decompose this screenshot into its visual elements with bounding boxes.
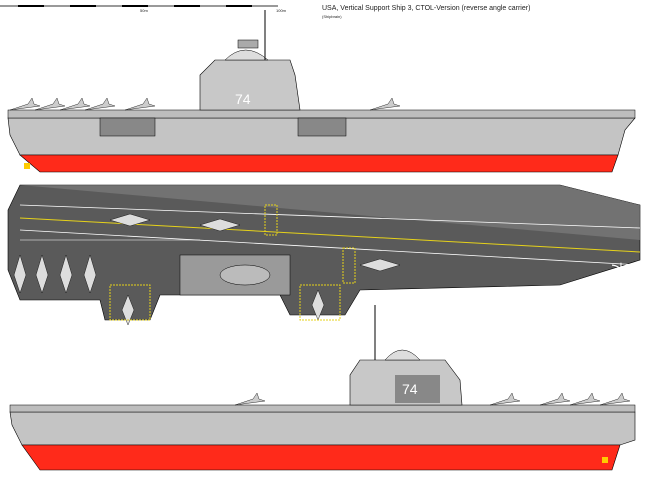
- flight-deck-plan: 74: [7, 184, 641, 326]
- hull-number-top: 74: [235, 91, 251, 107]
- drawing-credit: (Shipbrain): [322, 14, 342, 19]
- port-profile: 74: [9, 305, 636, 471]
- scale-label-50m: 50m: [140, 8, 148, 13]
- hull-number-bottom: 74: [402, 381, 418, 397]
- hull-number-deck: 74: [609, 262, 625, 278]
- starboard-profile: 74: [7, 10, 636, 173]
- drawing-title: USA, Vertical Support Ship 3, CTOL-Versi…: [322, 5, 531, 12]
- scale-bar: [0, 5, 278, 7]
- scale-label-100m: 100m: [276, 8, 287, 13]
